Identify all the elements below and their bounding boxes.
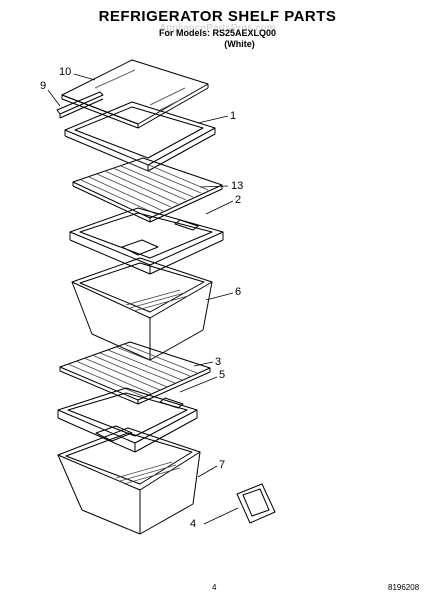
part-9-front-trim [56,91,104,119]
callout-4: 4 [190,518,197,530]
watermark: AppliancePartsPros.com [159,23,276,34]
page-number: 4 [212,583,217,592]
part-10-glass-shelf [61,59,209,129]
callout-9: 9 [40,80,47,92]
callout-5: 5 [219,369,226,381]
variant-label: (White) [224,39,255,49]
models-line: For Models: RS25AEXLQ00 [158,28,277,38]
part-2-cover-frame [69,207,224,275]
part-4-bracket [236,483,276,524]
leader-lines [47,73,239,525]
part-3-crisper-cover [59,341,211,405]
callout-1: 1 [230,110,237,122]
part-6-crisper-drawer [71,257,213,361]
part-13-crisper-cover [72,157,223,223]
callout-3: 3 [215,356,222,368]
callout-13: 13 [231,180,244,192]
callout-10: 10 [59,66,72,78]
callout-2: 2 [235,194,242,206]
part-7-crisper-drawer [57,427,201,535]
document-number: 8196208 [388,583,420,592]
part-5-cover-frame [57,387,198,453]
callout-6: 6 [235,286,242,298]
callout-7: 7 [219,459,226,471]
page-title: REFRIGERATOR SHELF PARTS [98,8,337,25]
part-1-shelf-frame [64,101,216,172]
